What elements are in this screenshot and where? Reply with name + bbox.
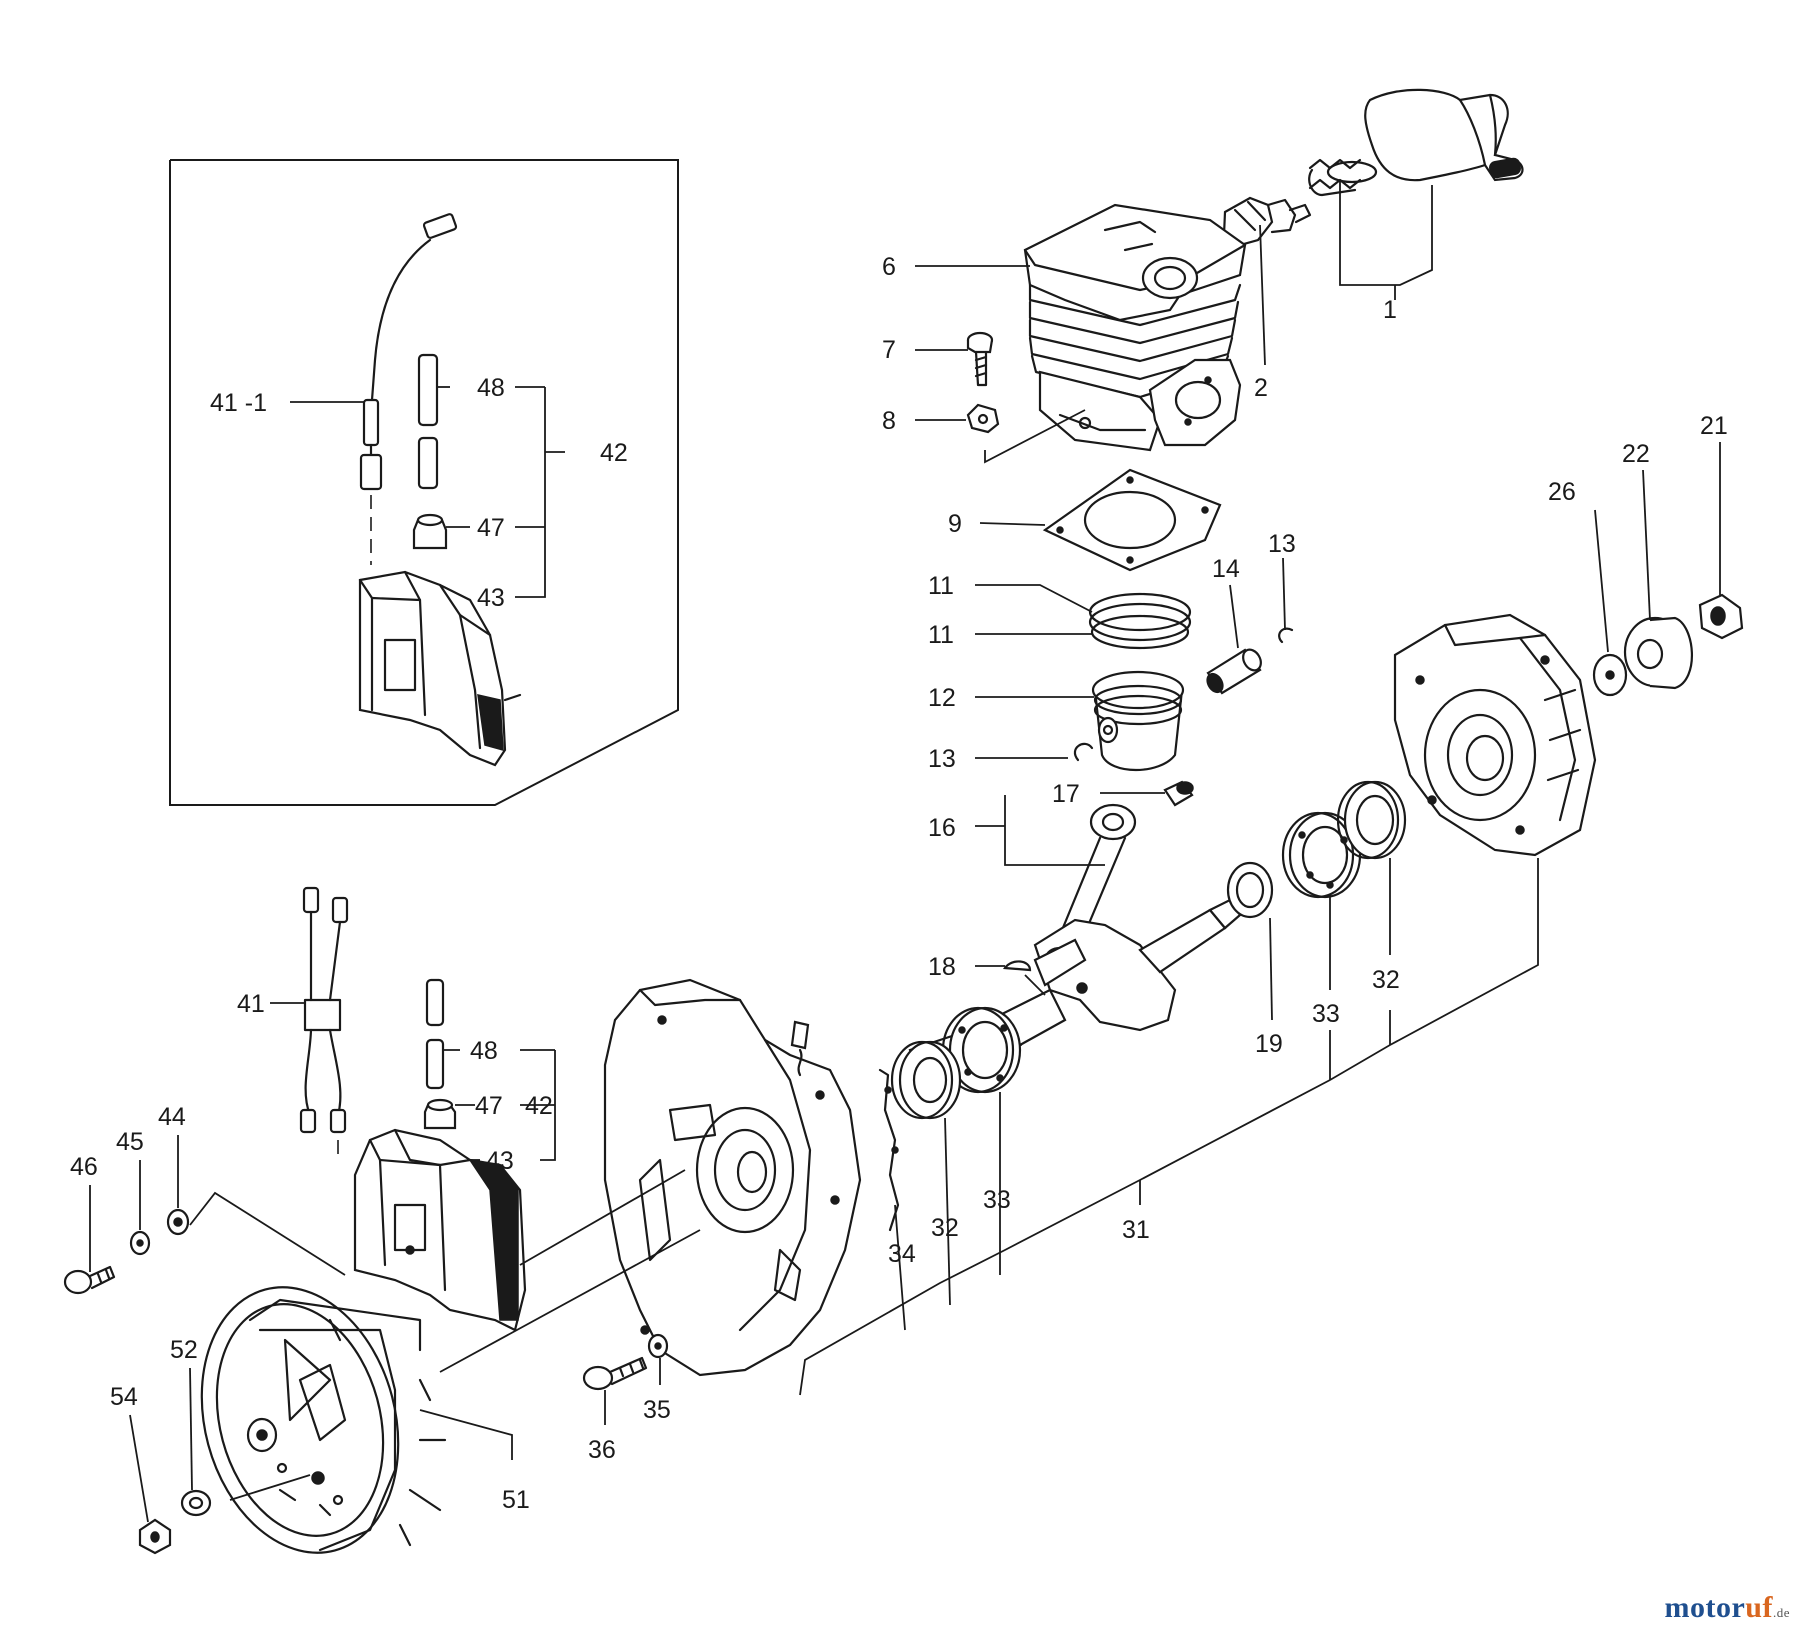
part-44-washer <box>166 1208 190 1236</box>
part-crankcase-right <box>1393 613 1597 857</box>
part-33-bearing-left <box>941 1006 1022 1094</box>
callout-43a: 43 <box>477 584 505 612</box>
part-14-piston-pin <box>1206 648 1262 695</box>
callout-47a: 47 <box>477 514 505 542</box>
part-41-1-lead-wire <box>359 213 458 565</box>
callout-2: 2 <box>1254 374 1268 402</box>
callout-45: 45 <box>116 1128 144 1156</box>
callout-32a: 32 <box>1372 966 1400 994</box>
part-32-seal-left <box>890 1040 962 1120</box>
callout-43b: 43 <box>486 1147 514 1175</box>
callout-51: 51 <box>502 1486 530 1514</box>
callout-34: 34 <box>888 1240 916 1268</box>
callout-13b: 13 <box>928 745 956 773</box>
watermark-tld: .de <box>1772 1605 1790 1620</box>
part-47-boot <box>423 1098 457 1130</box>
part-21-nut <box>1698 593 1744 640</box>
part-18-woodruff-key <box>1002 960 1032 972</box>
callout-17: 17 <box>1052 780 1080 808</box>
part-16-connecting-rod <box>1058 803 1137 942</box>
part-48-rod-inset <box>417 353 439 490</box>
callout-6: 6 <box>882 253 896 281</box>
inset-box <box>169 159 679 806</box>
part-6-cylinder <box>1023 203 1247 452</box>
part-47-boot-inset <box>412 513 448 550</box>
callout-48b: 48 <box>470 1037 498 1065</box>
part-45-lock-washer <box>129 1230 151 1256</box>
part-13-circlip-upper <box>1278 627 1294 644</box>
callout-33a: 33 <box>1312 1000 1340 1028</box>
part-54-nut <box>138 1518 172 1555</box>
part-1-spring <box>1308 158 1362 197</box>
callout-35: 35 <box>643 1396 671 1424</box>
callout-47b: 47 <box>475 1092 503 1120</box>
part-11-piston-rings <box>1088 592 1192 650</box>
callout-11a: 11 <box>928 572 954 600</box>
part-1-plug-cap <box>1326 88 1524 184</box>
callout-31: 31 <box>1122 1216 1150 1244</box>
callout-11b: 11 <box>928 621 954 649</box>
part-12-piston <box>1091 670 1185 772</box>
callout-22: 22 <box>1622 440 1650 468</box>
part-8-nut <box>966 403 1000 434</box>
brand-watermark: motoruf.de <box>1664 1591 1790 1625</box>
watermark-part-a: motor <box>1664 1591 1746 1624</box>
callout-19: 19 <box>1255 1030 1283 1058</box>
part-51-flywheel <box>200 1286 447 1554</box>
callout-18: 18 <box>928 953 956 981</box>
part-19-thrust-washer <box>1226 861 1274 919</box>
callout-26: 26 <box>1548 478 1576 506</box>
part-7-screw <box>966 331 994 387</box>
part-13-circlip-lower <box>1073 742 1094 762</box>
leader-lines <box>89 180 1721 1523</box>
callout-46: 46 <box>70 1153 98 1181</box>
callout-12: 12 <box>928 684 956 712</box>
callout-33b: 33 <box>983 1186 1011 1214</box>
callout-41: 41 <box>237 990 265 1018</box>
part-43-ignition-coil-inset <box>358 570 522 767</box>
callout-42a: 42 <box>600 439 628 467</box>
callout-52: 52 <box>170 1336 198 1364</box>
callout-1: 1 <box>1383 296 1397 324</box>
part-26-washer <box>1592 653 1628 697</box>
callout-42b: 42 <box>525 1092 553 1120</box>
watermark-part-b: uf <box>1745 1591 1773 1624</box>
part-crankcase-left <box>603 978 862 1377</box>
callout-41-1: 41 -1 <box>210 389 267 417</box>
part-46-bolt <box>63 1265 116 1295</box>
callout-36: 36 <box>588 1436 616 1464</box>
callout-21: 21 <box>1700 412 1728 440</box>
part-32-seal-right <box>1336 780 1407 860</box>
part-33-bearing-right <box>1281 811 1362 899</box>
callout-7: 7 <box>882 336 896 364</box>
part-41-lead-wire <box>299 886 349 1160</box>
callout-13a: 13 <box>1268 530 1296 558</box>
callout-32b: 32 <box>931 1214 959 1242</box>
part-35-washer <box>647 1333 669 1359</box>
part-52-washer <box>180 1489 212 1517</box>
callout-labels: 1 2 6 7 8 9 11 11 12 13 14 13 16 17 18 1… <box>70 253 1728 1514</box>
part-17-needle-bearing <box>1163 780 1194 807</box>
callout-8: 8 <box>882 407 896 435</box>
callout-44: 44 <box>158 1103 186 1131</box>
part-43-ignition-coil <box>353 1128 527 1332</box>
callout-9: 9 <box>948 510 962 538</box>
part-36-screw <box>582 1356 648 1391</box>
callout-54: 54 <box>110 1383 138 1411</box>
part-22-clutch-hub <box>1623 616 1694 690</box>
callout-48a: 48 <box>477 374 505 402</box>
part-34-crankcase-gasket <box>878 1068 900 1232</box>
callout-14: 14 <box>1212 555 1240 583</box>
part-9-cylinder-gasket <box>1042 468 1222 572</box>
part-48-rod <box>425 978 445 1090</box>
callout-16: 16 <box>928 814 956 842</box>
